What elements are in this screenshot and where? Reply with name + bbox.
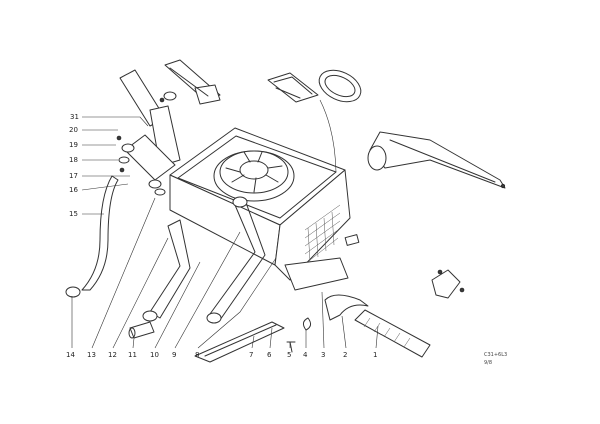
filter-pad-left [267,72,319,103]
pipe-11 [128,321,155,339]
callout-31: 31 [70,113,79,121]
blower-motor-cover [284,257,349,291]
clip-4 [302,317,312,331]
callout-20: 20 [69,126,78,134]
callout-3: 3 [321,351,325,359]
callout-16: 16 [69,186,78,194]
callout-12: 12 [108,351,117,359]
heater-housing [169,127,360,281]
hose-2 [324,294,369,321]
callout-8: 8 [195,351,199,359]
right-air-duct [367,131,506,189]
filter-ring-right [318,69,362,103]
hose-bent-12 [142,219,191,322]
heater-core-grid [304,204,341,263]
drawing-code-line2: 9/8 [484,360,492,366]
callout-6: 6 [267,351,272,359]
hose-bent-10 [206,196,266,324]
callout-labels: 31 20 19 18 17 16 15 14 13 12 11 10 9 8 … [66,113,377,359]
lower-channel [194,321,285,363]
callout-13: 13 [87,351,96,359]
callout-18: 18 [69,156,78,164]
callout-10: 10 [150,351,159,359]
hose-1 [354,309,431,358]
callout-2: 2 [343,351,347,359]
callout-1: 1 [373,351,377,359]
hose-left-long [65,175,119,298]
callout-14: 14 [66,351,75,359]
callout-5: 5 [287,351,291,359]
screw-5 [286,341,296,353]
callout-19: 19 [69,141,78,149]
upper-duct-bracket [164,59,221,105]
leader-lines [71,116,379,349]
callout-17: 17 [69,172,78,180]
callout-4: 4 [303,351,308,359]
callout-15: 15 [69,210,78,218]
callout-9: 9 [172,351,176,359]
blower-fan [213,150,295,202]
label-plate [344,234,360,246]
callout-11: 11 [128,351,137,359]
mounting-bracket [431,269,465,299]
drawing-code-line1: C31+6L3 [484,352,507,358]
valve-assembly [116,134,176,196]
callout-7: 7 [249,351,253,359]
